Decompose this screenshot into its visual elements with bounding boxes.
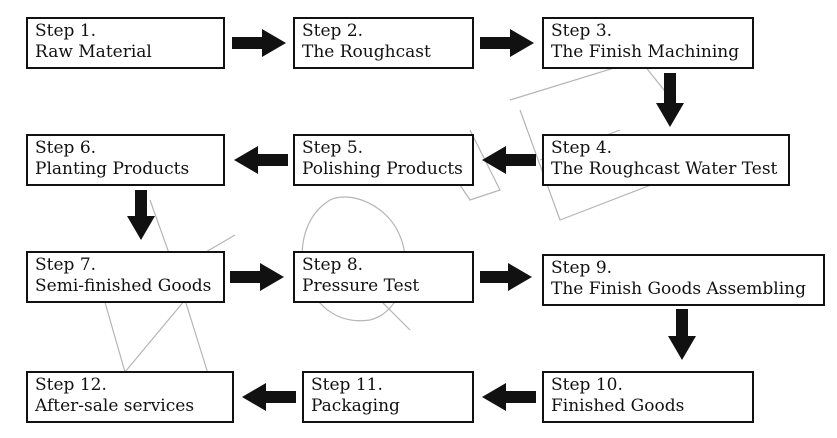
step-1-label: Raw Material	[35, 42, 152, 62]
step-7-box: Step 7. Semi-finished Goods	[26, 251, 225, 303]
step-12-number: Step 12.	[35, 375, 107, 395]
step-8-number: Step 8.	[302, 255, 364, 275]
step-9-label: The Finish Goods Assembling	[551, 279, 806, 299]
step-9-box: Step 9. The Finish Goods Assembling	[542, 254, 825, 306]
step-6-box: Step 6. Planting Products	[26, 134, 225, 186]
step-11-box: Step 11. Packaging	[302, 371, 474, 423]
arrow-down-icon	[656, 73, 684, 127]
step-6-label: Planting Products	[35, 159, 190, 179]
step-3-number: Step 3.	[551, 21, 613, 41]
step-4-label: The Roughcast Water Test	[551, 159, 778, 179]
step-1-number: Step 1.	[35, 21, 97, 41]
step-5-number: Step 5.	[302, 138, 364, 158]
step-10-box: Step 10. Finished Goods	[542, 371, 754, 423]
step-8-box: Step 8. Pressure Test	[293, 251, 474, 303]
arrow-left-icon	[234, 146, 288, 174]
arrow-right-icon	[480, 29, 534, 57]
arrow-right-icon	[232, 29, 286, 57]
arrow-right-icon	[480, 263, 532, 291]
arrow-left-icon	[482, 146, 536, 174]
step-12-box: Step 12. After-sale services	[26, 371, 234, 423]
arrow-right-icon	[230, 263, 284, 291]
arrow-down-icon	[668, 309, 696, 360]
step-1-box: Step 1. Raw Material	[26, 17, 225, 69]
step-5-box: Step 5. Polishing Products	[293, 134, 474, 186]
step-2-number: Step 2.	[302, 21, 364, 41]
arrow-down-icon	[127, 190, 155, 240]
step-4-box: Step 4. The Roughcast Water Test	[542, 134, 790, 186]
step-11-label: Packaging	[311, 396, 400, 416]
arrow-left-icon	[482, 383, 536, 411]
step-12-label: After-sale services	[35, 396, 195, 416]
step-3-box: Step 3. The Finish Machining	[542, 17, 754, 69]
step-9-number: Step 9.	[551, 258, 613, 278]
arrow-left-icon	[242, 383, 296, 411]
step-2-box: Step 2. The Roughcast	[293, 17, 474, 69]
step-2-label: The Roughcast	[302, 42, 431, 62]
step-11-number: Step 11.	[311, 375, 383, 395]
step-7-number: Step 7.	[35, 255, 97, 275]
step-6-number: Step 6.	[35, 138, 97, 158]
step-5-label: Polishing Products	[302, 159, 463, 179]
step-10-label: Finished Goods	[551, 396, 685, 416]
step-4-number: Step 4.	[551, 138, 613, 158]
step-3-label: The Finish Machining	[551, 42, 740, 62]
step-10-number: Step 10.	[551, 375, 623, 395]
step-8-label: Pressure Test	[302, 276, 420, 296]
step-7-label: Semi-finished Goods	[35, 276, 212, 296]
